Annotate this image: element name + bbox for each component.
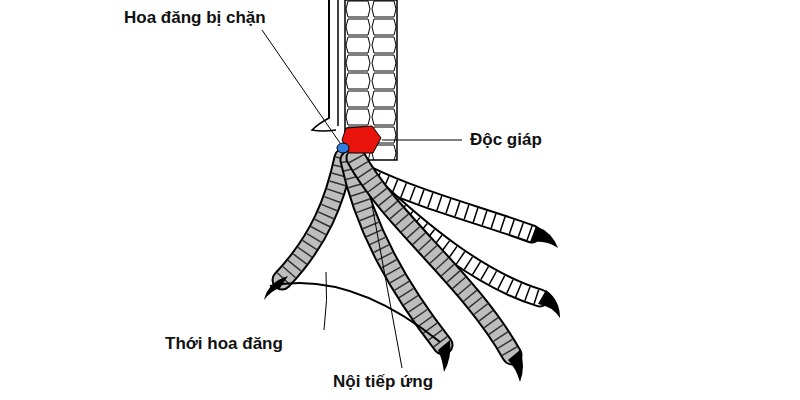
leg: [312, 0, 397, 160]
grey-toes: [282, 158, 512, 355]
sole-line: [270, 283, 440, 342]
leader-lines: [262, 30, 462, 368]
blocked-scale: [337, 143, 349, 153]
part-label: Hoa đăng bị chặn: [124, 8, 266, 28]
claws: [264, 226, 560, 382]
part-label: Độc giáp: [470, 130, 542, 150]
part-label: Thới hoa đăng: [165, 334, 283, 354]
part-label: Nội tiếp ứng: [333, 372, 433, 392]
